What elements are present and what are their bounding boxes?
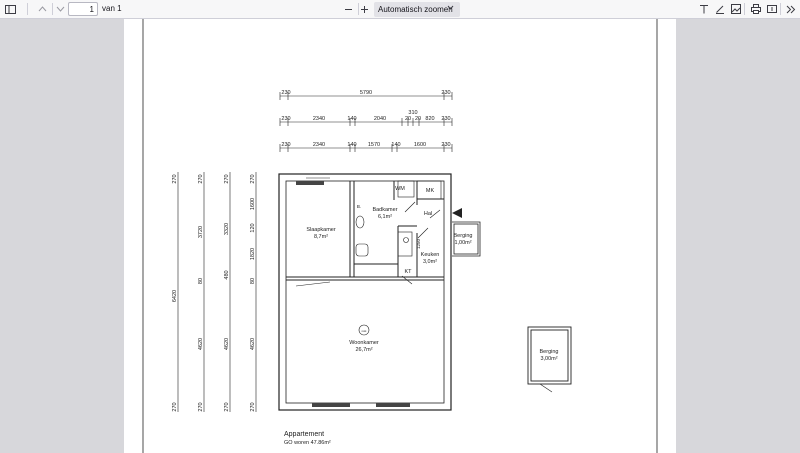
minus-icon[interactable] — [340, 1, 357, 17]
toolbar-separator — [744, 3, 745, 15]
chevron-down-icon — [447, 5, 454, 12]
vdim-label: 270 — [250, 402, 256, 411]
dim-label: 20 — [405, 116, 411, 122]
sidebar-toggle-icon[interactable] — [2, 1, 19, 17]
room-name: Slaapkamer — [306, 227, 336, 233]
dim-label: 230 — [281, 142, 290, 148]
page-number-input[interactable] — [68, 2, 98, 16]
dim-label: 140 — [347, 116, 356, 122]
chevron-up-icon[interactable] — [34, 1, 51, 17]
dim-label: 1570 — [368, 142, 380, 148]
pen-icon[interactable] — [711, 1, 728, 17]
room-name: WM — [395, 186, 405, 192]
vdim-label: 270 — [198, 174, 204, 183]
vdim-label: 1820 — [250, 248, 256, 260]
vdim-label: 80 — [250, 278, 256, 284]
zoom-select[interactable]: Automatisch zoomen — [374, 2, 460, 17]
print-icon[interactable] — [747, 1, 764, 17]
room-area: 3,00m² — [540, 356, 557, 362]
room-name: B. — [357, 204, 361, 209]
dim-label: 140 — [391, 142, 400, 148]
dim-label: 230 — [441, 90, 450, 96]
page-count-label: van 1 — [102, 4, 122, 13]
pdf-toolbar: van 1 Automatisch zoomen — [0, 0, 800, 19]
dim-label: 1600 — [414, 142, 426, 148]
dim-label: 140 — [347, 142, 356, 148]
dim-label: 230 — [281, 90, 290, 96]
save-icon[interactable] — [763, 1, 780, 17]
room-name: Woonkamer — [349, 340, 379, 346]
room-name: KT — [404, 269, 412, 275]
room-area: 3,0m² — [423, 259, 437, 265]
toolbar-separator — [27, 3, 28, 15]
vdim-label: 3320 — [224, 223, 230, 235]
image-icon[interactable] — [727, 1, 744, 17]
room-area: 1,00m² — [454, 240, 471, 246]
dim-label: 5790 — [360, 90, 372, 96]
vdim-label: 270 — [198, 402, 204, 411]
chevron-down-icon[interactable] — [52, 1, 69, 17]
dim-label: 2340 — [313, 116, 325, 122]
floor-plan-drawing: 230 5790 230 230 2340 140 2040 310 20 20… — [142, 19, 658, 453]
toolbar-separator — [780, 3, 781, 15]
dim-label: 230 — [441, 142, 450, 148]
vdim-label: 270 — [250, 174, 256, 183]
vdim-label: 6420 — [172, 290, 178, 302]
toolbar-separator — [52, 3, 53, 15]
vdim-label: 270 — [172, 174, 178, 183]
vdim-label: 4620 — [224, 338, 230, 350]
plan-subtitle: GO woren 47.86m² — [284, 440, 331, 446]
dim-label: 230 — [281, 116, 290, 122]
dim-label: 1250 — [416, 238, 421, 249]
room-name: Keuken — [421, 252, 440, 258]
room-name: Berging — [540, 349, 559, 355]
vdim-label: 4620 — [198, 338, 204, 350]
dim-label: 20 — [415, 116, 421, 122]
plus-icon[interactable] — [356, 1, 373, 17]
dim-label: 820 — [425, 116, 434, 122]
document-viewer[interactable]: 230 5790 230 230 2340 140 2040 310 20 20… — [0, 19, 800, 453]
room-name: Hal — [424, 211, 432, 217]
vdim-label: 270 — [224, 174, 230, 183]
vdim-label: 480 — [224, 270, 230, 279]
dim-label: 230 — [441, 116, 450, 122]
room-area: 6,1m² — [378, 214, 392, 220]
vdim-label: 3720 — [198, 226, 204, 238]
room-area: 26,7m² — [355, 347, 372, 353]
zoom-select-value: Automatisch zoomen — [378, 5, 453, 14]
pdf-page: 230 5790 230 230 2340 140 2040 310 20 20… — [124, 19, 676, 453]
vdim-label: 270 — [224, 402, 230, 411]
vdim-label: 120 — [250, 223, 256, 232]
room-name: MK — [426, 188, 435, 194]
vdim-label: 270 — [172, 402, 178, 411]
vdim-label: 80 — [198, 278, 204, 284]
plan-title: Appartement — [284, 431, 324, 438]
dim-label: 310 — [408, 110, 417, 116]
smoke-detector-label: rook — [362, 330, 368, 333]
room-name: Badkamer — [372, 207, 397, 213]
room-name: Berging — [454, 233, 473, 239]
double-chevron-right-icon[interactable] — [782, 1, 799, 17]
vdim-label: 4620 — [250, 338, 256, 350]
text-tool-icon[interactable] — [695, 1, 712, 17]
room-area: 8,7m² — [314, 234, 328, 240]
toolbar-separator — [358, 3, 359, 15]
vdim-label: 1600 — [250, 198, 256, 210]
dim-label: 2040 — [374, 116, 386, 122]
dim-label: 2340 — [313, 142, 325, 148]
